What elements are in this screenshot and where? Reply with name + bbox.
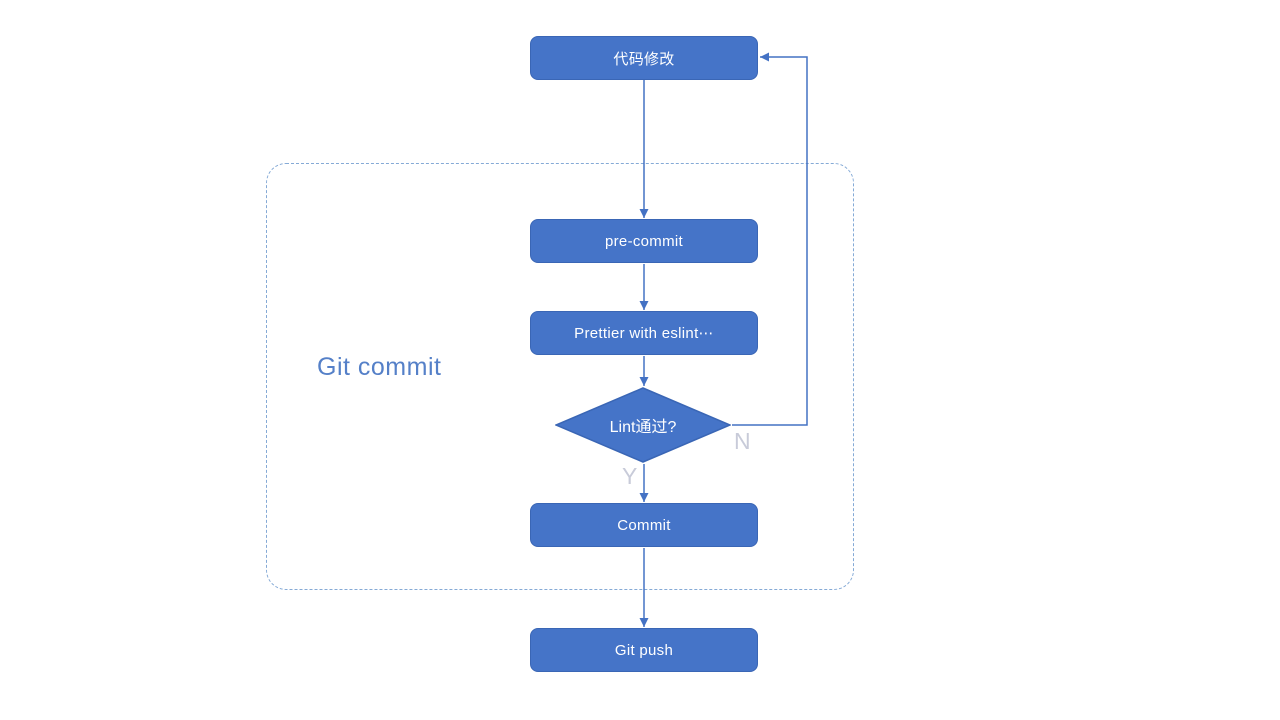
group-git-commit-label: Git commit [317, 353, 442, 381]
group-git-commit-boundary [266, 163, 854, 590]
node-code-change-label: 代码修改 [613, 50, 675, 68]
node-pre-commit-label: pre-commit [604, 232, 683, 250]
node-commit-label: Commit [617, 516, 671, 534]
edge-label-yes: Y [622, 463, 638, 489]
node-pre-commit: pre-commit [530, 219, 758, 263]
edge-label-no: N [734, 428, 751, 454]
node-commit: Commit [530, 503, 758, 547]
node-git-push-label: Git push [614, 641, 674, 659]
node-prettier-eslint: Prettier with eslint⋯ [530, 311, 758, 355]
decision-diamond-shape [555, 387, 731, 463]
node-lint-decision-label: Lint通过? [609, 419, 677, 436]
node-prettier-eslint-label: Prettier with eslint⋯ [574, 325, 714, 342]
node-lint-decision: Lint通过? [555, 387, 731, 463]
node-git-push: Git push [530, 628, 758, 672]
node-code-change: 代码修改 [530, 36, 758, 80]
